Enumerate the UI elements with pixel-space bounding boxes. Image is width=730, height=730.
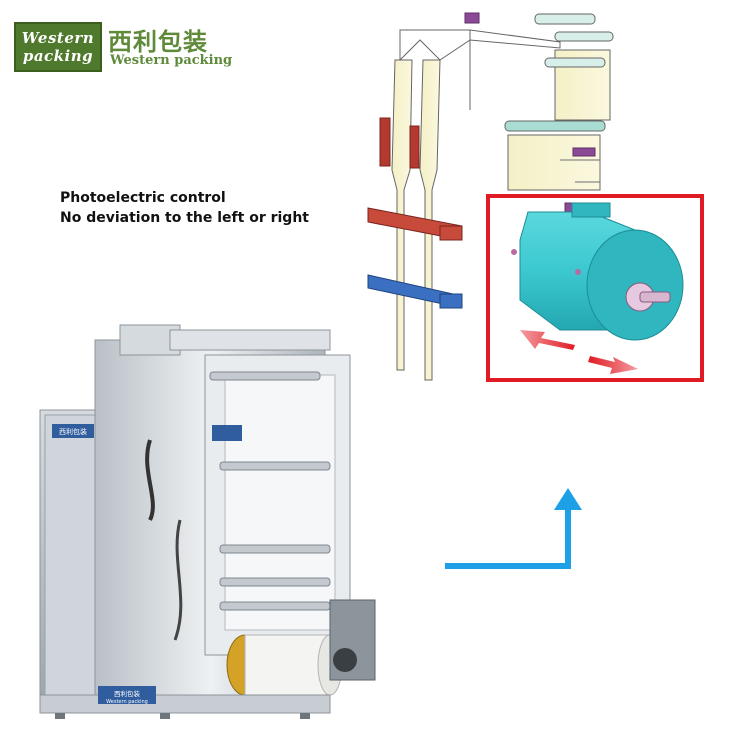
logo-badge-line1: Western: [21, 29, 95, 47]
feature-caption: Photoelectric control No deviation to th…: [60, 188, 309, 228]
logo-chinese-name: 西利包装: [108, 28, 208, 56]
logo-badge: Western packing: [14, 22, 102, 72]
caption-line1: Photoelectric control: [60, 190, 226, 206]
cabinet-brand-label: 西利包装: [59, 427, 87, 436]
logo-english-name: Western packing: [110, 53, 233, 68]
left-arrow-icon: [520, 330, 575, 350]
packing-machine: 西利包装 西利包装 Western packing: [39, 324, 376, 719]
base-brand-label-cn: 西利包装: [114, 689, 141, 698]
logo-badge-line2: packing: [22, 47, 94, 65]
base-brand-label-en: Western packing: [106, 699, 148, 705]
highlight-box: [486, 194, 704, 382]
caption-line2: No deviation to the left or right: [60, 210, 309, 226]
pointer-arrow-icon: [445, 488, 582, 569]
film-roll: [511, 202, 684, 341]
forming-schematic: [367, 12, 614, 381]
right-arrow-icon: [588, 356, 638, 374]
